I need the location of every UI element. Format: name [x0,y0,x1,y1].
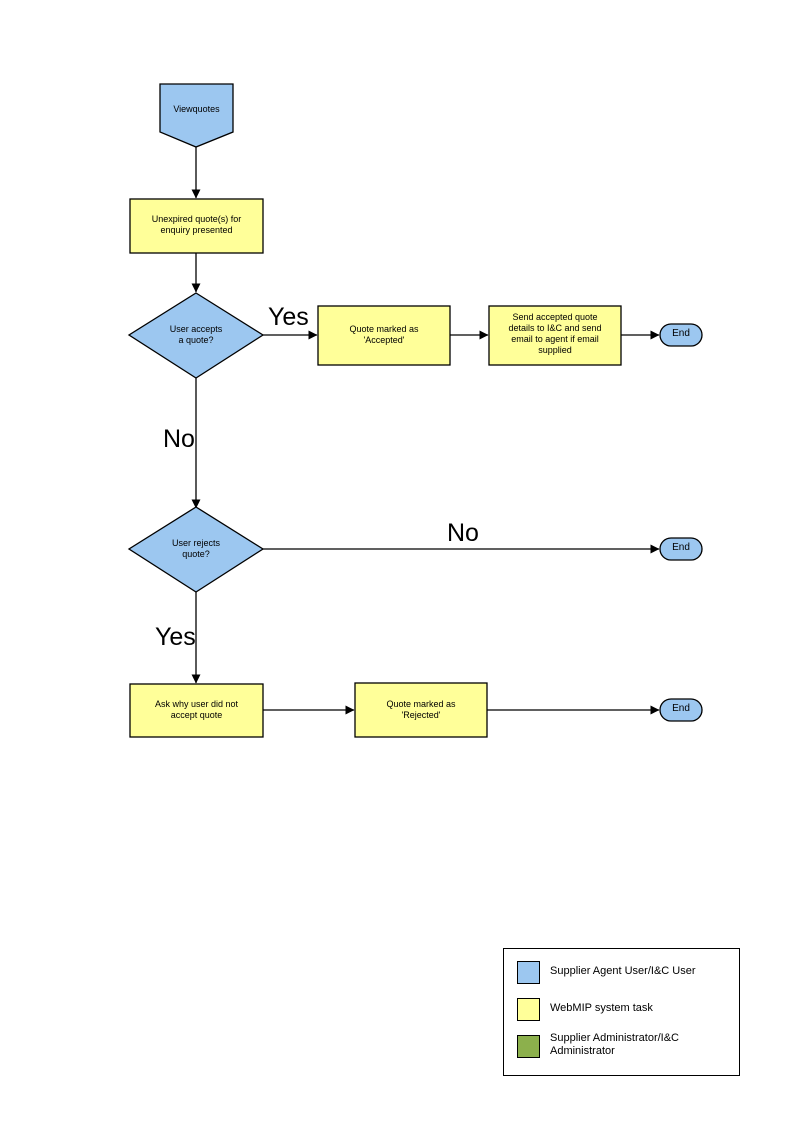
node-start-shape[interactable] [159,83,234,148]
legend-item-supplier-agent: Supplier Agent User/I&C User [504,961,739,995]
node-unexpired-shape[interactable] [129,198,264,254]
branch-label-no-rejects: No [447,519,479,547]
legend-swatch-blue [517,961,540,984]
node-end1-shape[interactable] [659,323,703,347]
node-end2-shape[interactable] [659,537,703,561]
node-end3-shape[interactable] [659,698,703,722]
legend-item-webmip-task: WebMIP system task [504,998,739,1032]
node-rejected-shape[interactable] [354,682,488,738]
node-accepted-shape[interactable] [317,305,451,366]
legend: Supplier Agent User/I&C User WebMIP syst… [503,948,740,1076]
legend-label-supplier-admin: Supplier Administrator/I&C Administrator [550,1032,679,1057]
branch-label-yes-accepts: Yes [268,303,309,331]
node-askwhy-shape[interactable] [129,683,264,738]
node-senddetails-shape[interactable] [488,305,622,366]
branch-label-no-accepts: No [163,425,195,453]
node-rejects-shape[interactable] [127,506,265,593]
legend-swatch-green [517,1035,540,1058]
legend-label-supplier-agent: Supplier Agent User/I&C User [550,965,696,977]
legend-item-supplier-admin: Supplier Administrator/I&C Administrator [504,1032,739,1069]
branch-label-yes-rejects: Yes [155,623,196,651]
node-accepts-shape[interactable] [127,292,265,379]
legend-swatch-yellow [517,998,540,1021]
legend-label-webmip-task: WebMIP system task [550,1002,653,1014]
